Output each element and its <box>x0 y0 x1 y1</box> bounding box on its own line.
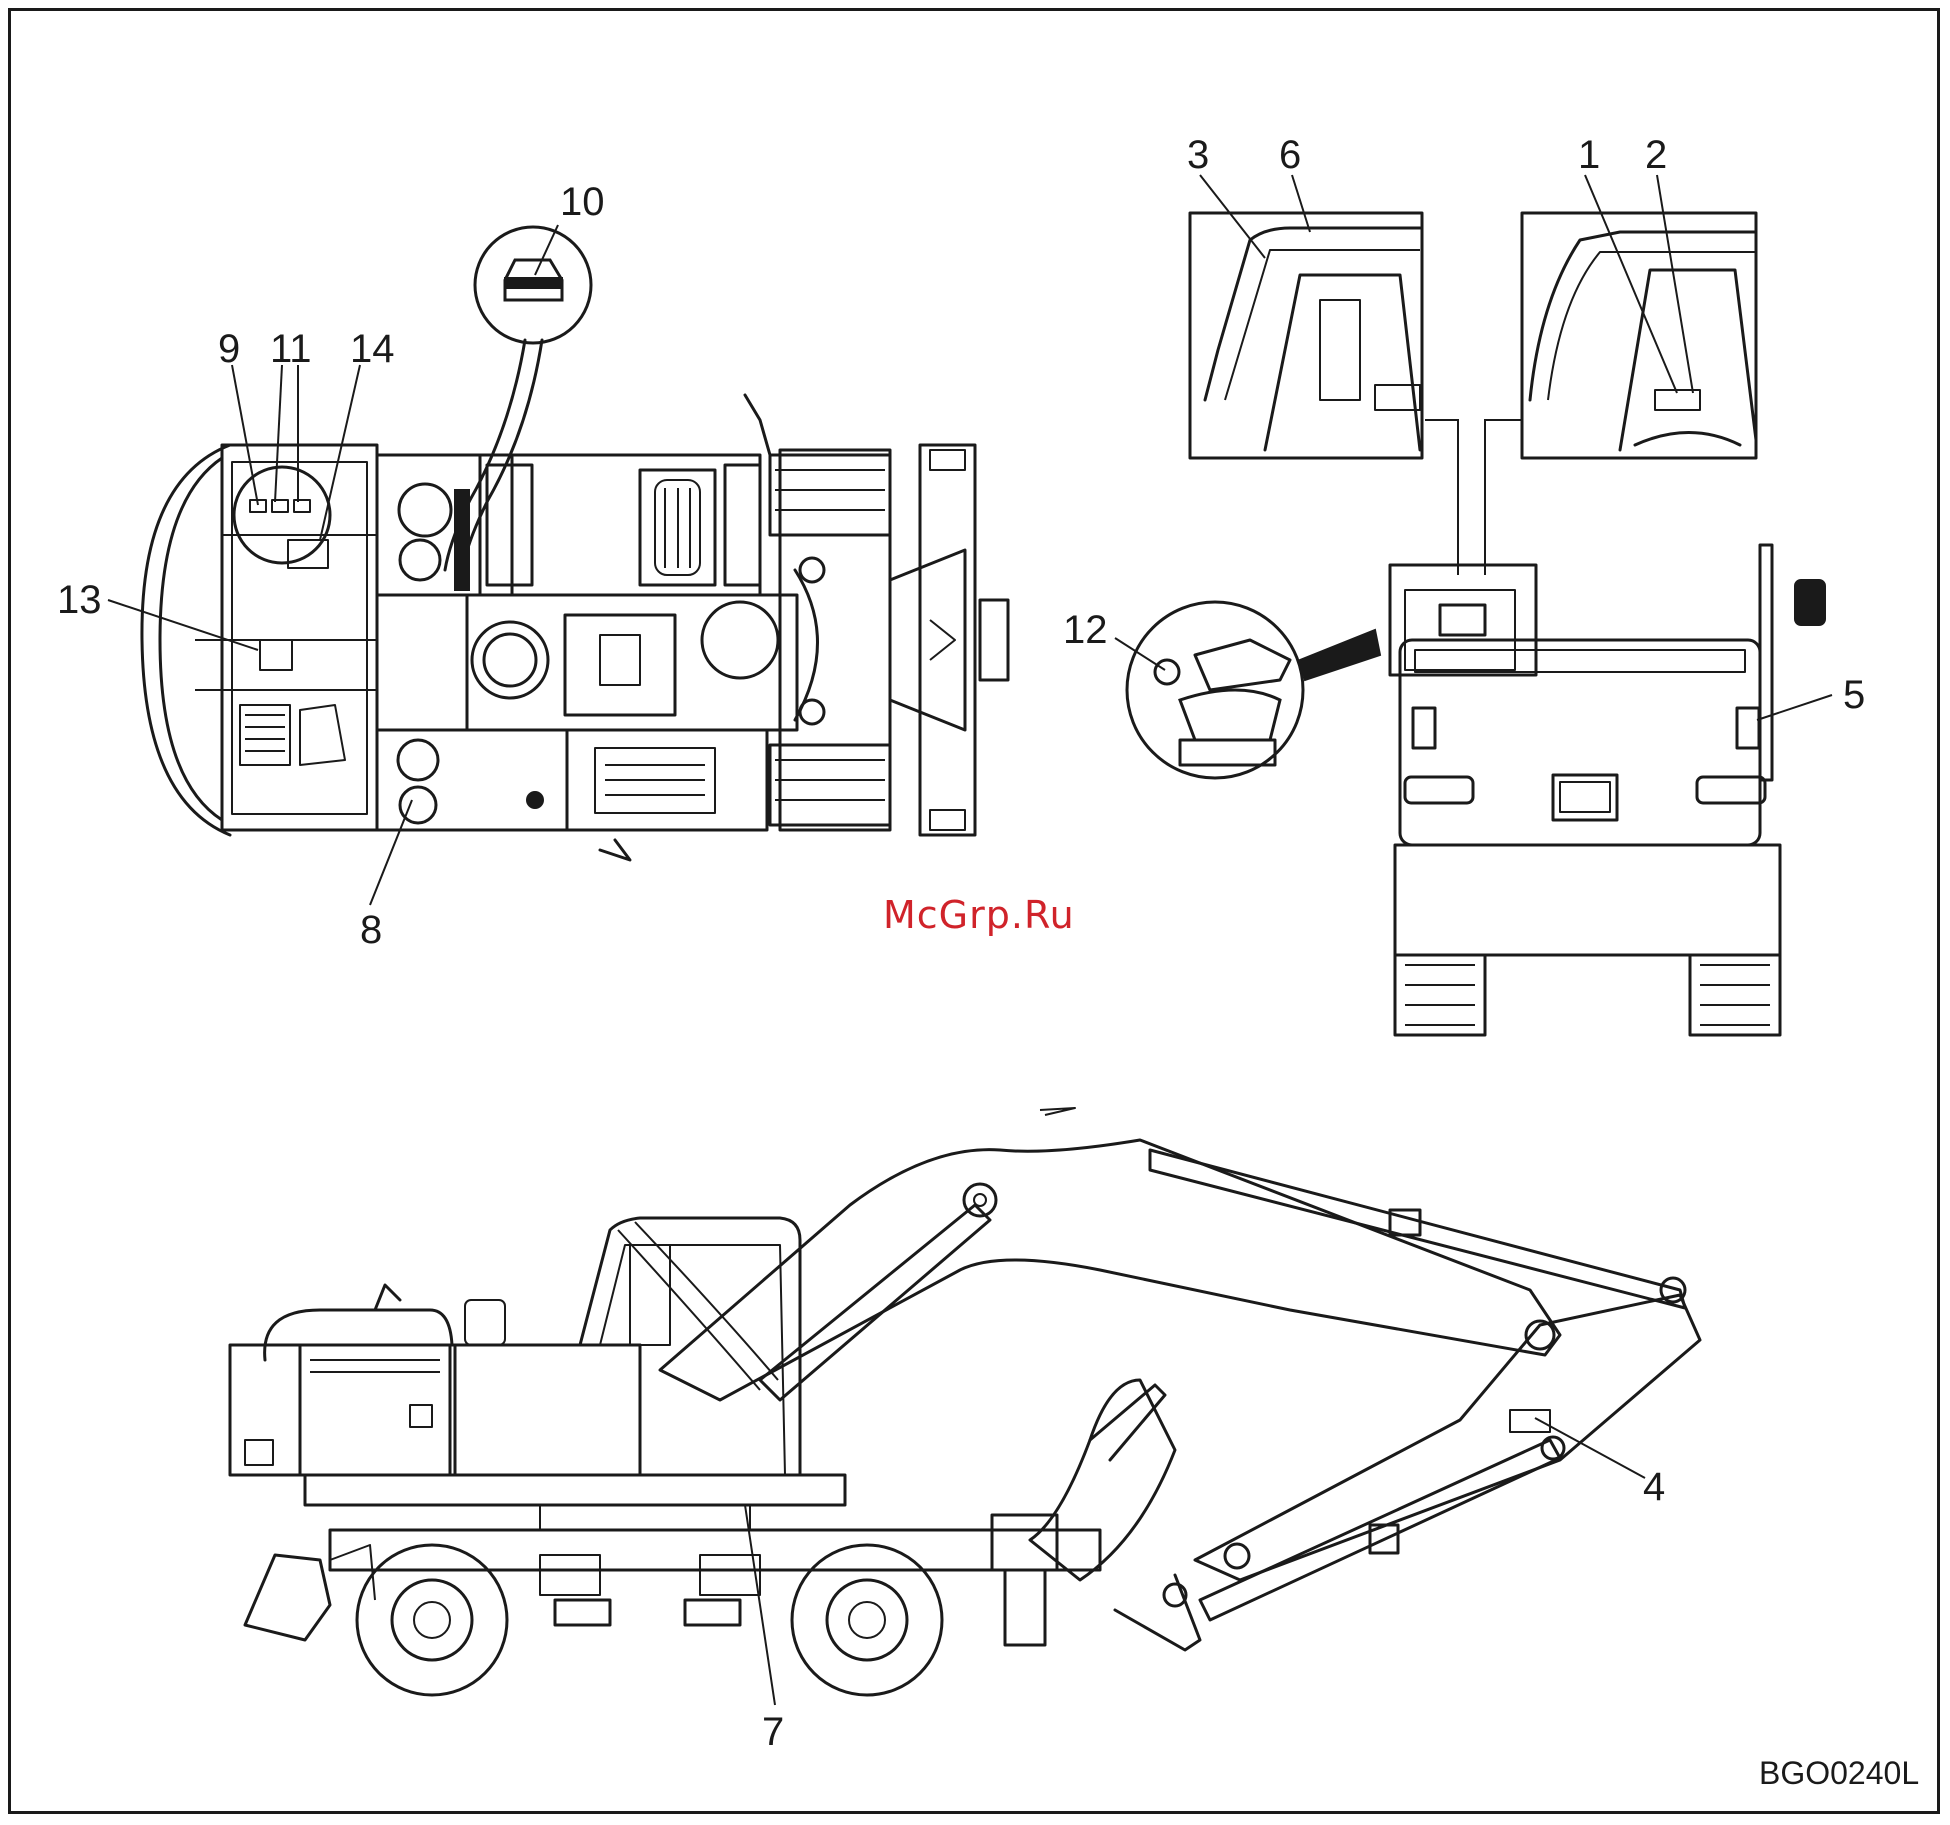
top-view <box>142 227 1008 860</box>
callout-7: 7 <box>762 1710 784 1754</box>
callout-8: 8 <box>360 908 382 952</box>
callout-3: 3 <box>1187 133 1209 177</box>
side-view <box>230 1108 1700 1695</box>
watermark-text: McGrp.Ru <box>883 893 1075 937</box>
rear-view <box>1127 213 1825 1035</box>
callout-6: 6 <box>1279 133 1301 177</box>
figure-code: BGO0240L <box>1759 1755 1919 1792</box>
callout-14: 14 <box>350 327 395 371</box>
callout-10: 10 <box>560 180 605 224</box>
callout-numbers: 1 2 3 4 5 6 7 8 9 10 11 12 13 14 <box>57 133 1865 1754</box>
callout-9: 9 <box>218 327 240 371</box>
callout-12: 12 <box>1063 608 1108 652</box>
callout-13: 13 <box>57 578 102 622</box>
callout-2: 2 <box>1645 133 1667 177</box>
callout-4: 4 <box>1643 1465 1665 1509</box>
callout-11: 11 <box>270 327 312 371</box>
callout-1: 1 <box>1578 133 1600 177</box>
callout-5: 5 <box>1843 673 1865 717</box>
